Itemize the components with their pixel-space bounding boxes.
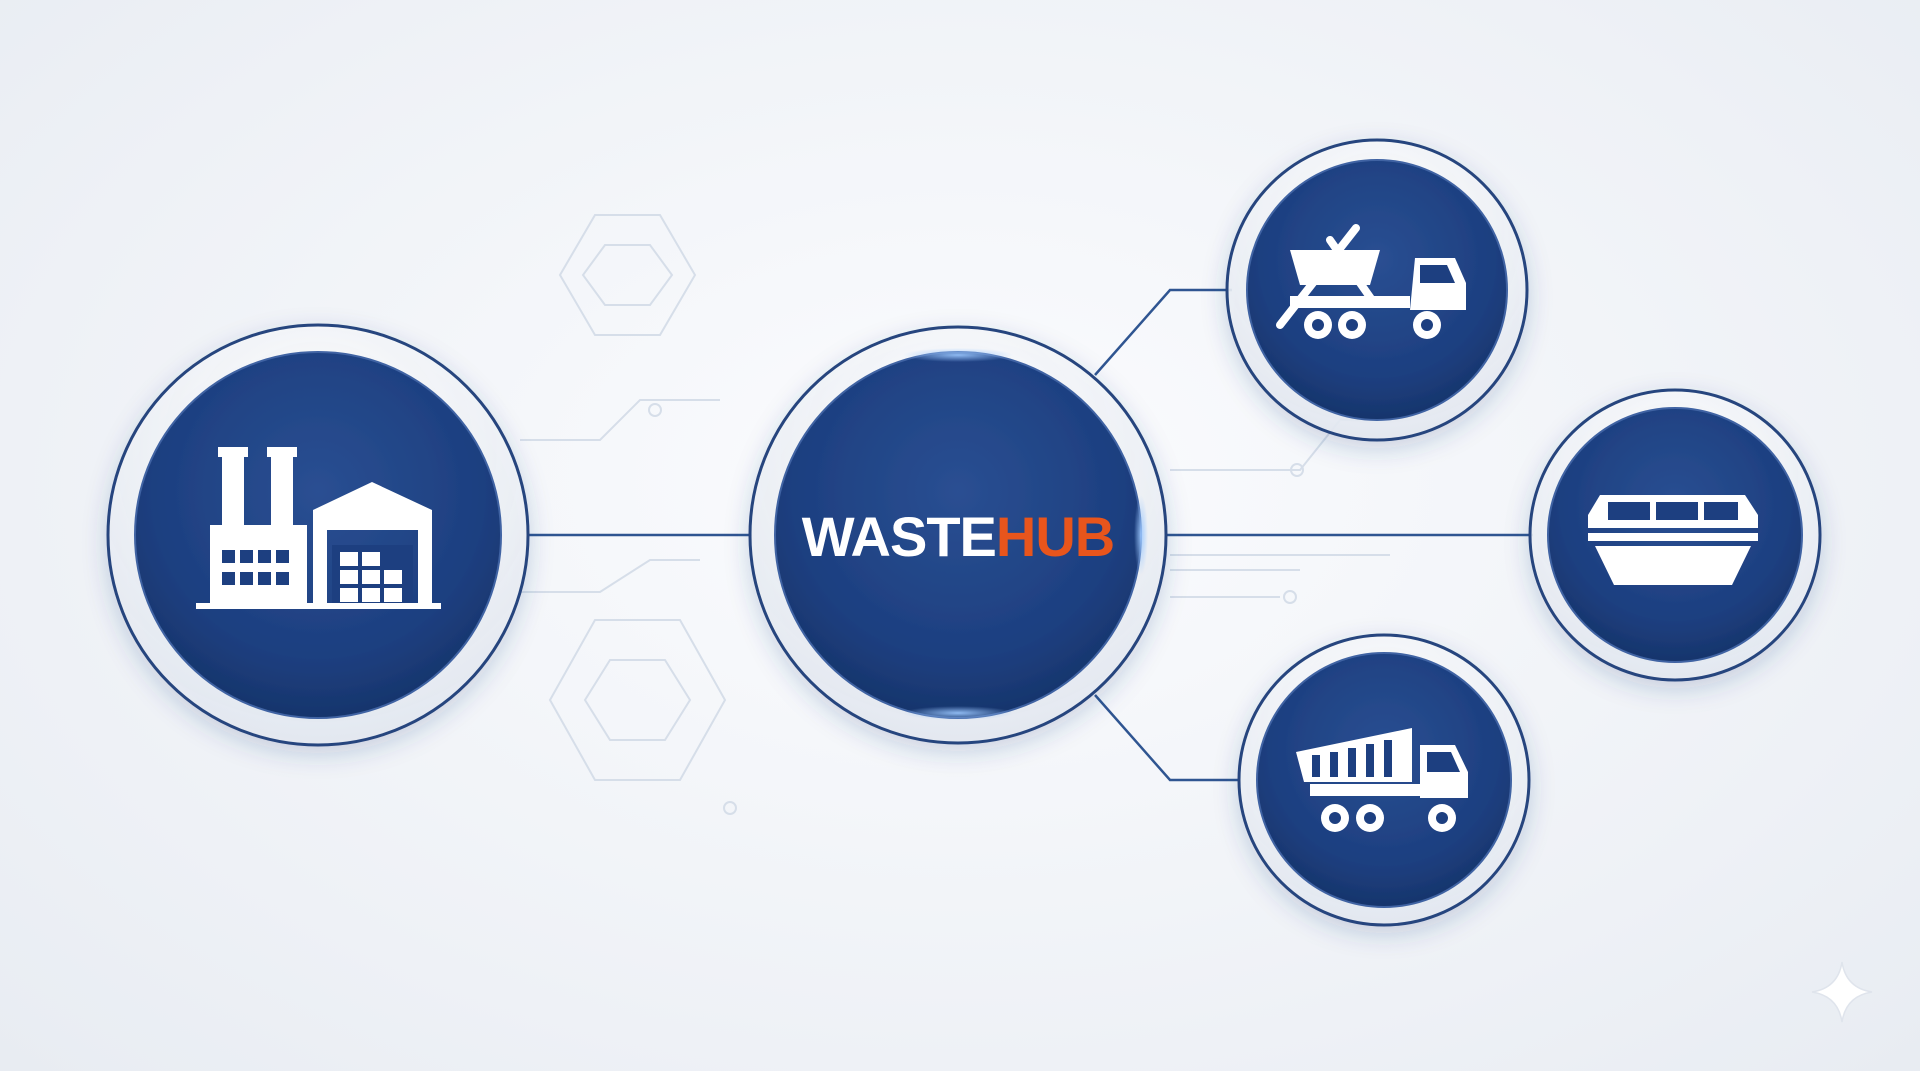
connector-hub-to-skip-loader [1094, 288, 1232, 376]
hub-node[interactable] [748, 325, 1168, 745]
hexagon-outline-top [558, 214, 697, 336]
trace-dot [723, 801, 737, 815]
hub-glow-right [1134, 495, 1148, 575]
hub-label-part2: HUB [996, 505, 1114, 568]
hub-glow-top [903, 348, 1013, 362]
hexagon-outline-bottom-inner [583, 659, 692, 741]
skip-loader-node[interactable] [1225, 138, 1529, 442]
hub-label: WASTEHUB [802, 505, 1114, 568]
factory-warehouse-icon [196, 447, 441, 609]
hexagon-outline-top-inner [581, 244, 674, 306]
hub-label-part1: WASTE [802, 505, 996, 568]
trace-left-upper [520, 399, 720, 441]
trace-dot [1290, 463, 1304, 477]
sparkle-icon [1811, 961, 1873, 1023]
trace-left-lower [520, 559, 700, 593]
background-circuit-traces [520, 214, 1390, 815]
skip-container-icon [1588, 495, 1758, 585]
dump-truck-icon [1296, 728, 1468, 832]
skip-loader-truck-icon [1276, 224, 1466, 339]
hexagon-outline-bottom [548, 619, 727, 781]
hub-glow-bottom [903, 706, 1013, 720]
connector-lines [527, 288, 1533, 782]
trace-dot [648, 403, 662, 417]
trace-dot [1283, 590, 1297, 604]
connector-hub-to-dump-truck [1094, 694, 1240, 782]
